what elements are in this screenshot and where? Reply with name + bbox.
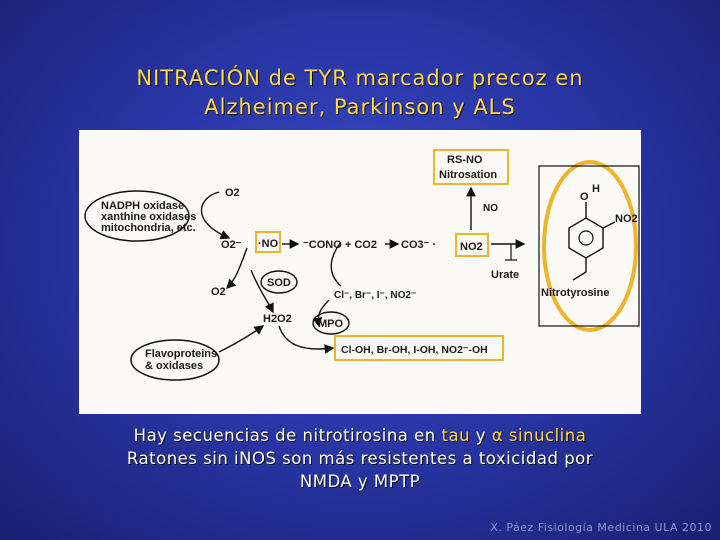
flavoproteins-line-2: & oxidases <box>145 360 203 372</box>
peroxynitrite-label: ⁻CONO + CO2 <box>303 239 377 251</box>
no2-label: NO2 <box>460 241 483 253</box>
slide-caption: Hay secuencias de nitrotirosina en tau y… <box>60 424 660 493</box>
mpo-oval <box>312 311 350 335</box>
no-highlight-box <box>255 231 281 253</box>
title-line-2: Alzheimer, Parkinson y ALS <box>204 95 516 119</box>
superoxide-label: O2⁻ <box>221 239 242 251</box>
benzene-ring <box>568 217 604 259</box>
sod-label: SOD <box>267 277 291 289</box>
hydroxyl-h-label: H <box>592 183 600 195</box>
h2o2-label: H2O2 <box>263 313 292 325</box>
rsno-label: RS-NO <box>447 154 483 166</box>
caption-line-3: NMDA y MPTP <box>299 472 421 491</box>
nitro-group-label: NO2 <box>615 213 638 225</box>
pathway-diagram: NADPH oxidase xanthine oxidases mitochon… <box>84 149 640 381</box>
o2-to-superoxide-arrow <box>200 191 231 240</box>
sod-oval <box>260 270 298 294</box>
nitrosation-label: Nitrosation <box>439 169 497 181</box>
caption-line-1-mid: y <box>470 426 492 445</box>
footer-credit: X. Páez Fisiología Medicina ULA 2010 <box>490 521 712 534</box>
flavoproteins-oval <box>130 339 220 381</box>
nitrosation-box <box>433 149 509 185</box>
caption-alpha-synuclein: α sinuclina <box>491 426 587 445</box>
no2-highlight-box <box>455 233 489 257</box>
mpo-label: MPO <box>318 318 344 330</box>
title-line-1: NITRACIÓN de TYR marcador precoz en <box>136 66 584 90</box>
no-side-label: NO <box>483 203 498 214</box>
sources-line-3: mitochondria, etc. <box>101 222 196 234</box>
carbonate-label: CO3⁻ · <box>401 239 436 251</box>
caption-line-1: Hay secuencias de nitrotirosina en tau y… <box>60 424 660 447</box>
nitrotyrosine-highlight-ring <box>542 160 638 332</box>
caption-line-1-pre: Hay secuencias de nitrotirosina en <box>133 426 442 445</box>
caption-line-2: Ratones sin iNOS son más resistentes a t… <box>126 449 594 468</box>
halides-label: Cl⁻, Br⁻, I⁻, NO2⁻ <box>334 290 416 301</box>
nitrotyrosine-label: Nitrotyrosine <box>541 287 609 299</box>
halogenated-products-label: Cl-OH, Br-OH, I-OH, NO2⁻-OH <box>341 344 488 356</box>
urate-label: Urate <box>491 269 519 281</box>
halogenated-products-box <box>334 335 504 361</box>
o2-left-label: O2 <box>211 286 226 298</box>
slide-title: NITRACIÓN de TYR marcador precoz en Alzh… <box>0 64 720 122</box>
nitration-pathway-figure: NADPH oxidase xanthine oxidases mitochon… <box>79 130 641 414</box>
flavoproteins-line-1: Flavoproteins <box>145 348 217 360</box>
sources-line-2: xanthine oxidases <box>101 211 196 223</box>
sources-oval <box>84 190 190 242</box>
nitric-oxide-label: ·NO <box>258 238 279 250</box>
nitrotyrosine-box <box>538 165 640 327</box>
o2-top-label: O2 <box>225 187 240 199</box>
sources-line-1: NADPH oxidase <box>101 200 184 212</box>
caption-tau: tau <box>441 426 471 445</box>
hydroxyl-o-label: O <box>580 191 589 203</box>
